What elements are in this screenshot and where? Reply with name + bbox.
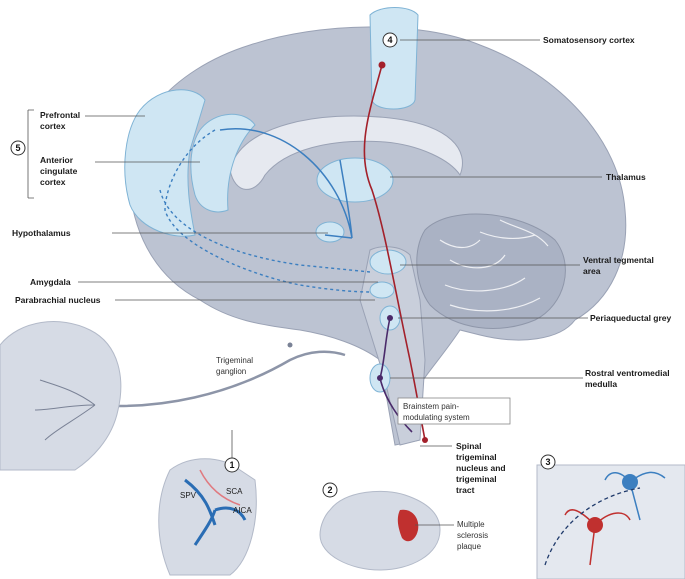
- label-aica: AICA: [233, 506, 252, 515]
- marker-circle-4: [382, 32, 398, 48]
- hypothalamus-region: [315, 221, 345, 243]
- marker-5: 5: [15, 143, 20, 153]
- marker-circle-3: [540, 454, 556, 470]
- label-brainstem-pain-2: modulating system: [403, 413, 470, 422]
- label-spinal-trigeminal-4: trigeminal: [456, 474, 497, 484]
- label-ventral-tegmental-2: area: [583, 266, 601, 276]
- label-spinal-trigeminal-5: tract: [456, 485, 475, 495]
- anterior-cingulate-region: [190, 113, 256, 213]
- blue-pathway-solid: [219, 128, 353, 239]
- brain-outline: [128, 26, 627, 446]
- label-periaqueductal-grey: Periaqueductal grey: [590, 313, 672, 323]
- marker-4: 4: [387, 35, 392, 45]
- label-trigeminal-ganglion-2: ganglion: [216, 367, 246, 376]
- inset-2: [319, 490, 441, 571]
- ms-plaque: [397, 509, 419, 542]
- marker-1: 1: [229, 460, 234, 470]
- label-prefrontal-cortex-1: Prefrontal: [40, 110, 80, 120]
- label-anterior-cingulate-3: cortex: [40, 177, 66, 187]
- somatosensory-cortex-region: [369, 7, 419, 110]
- label-trigeminal-ganglion-1: Trigeminal: [216, 356, 253, 365]
- blue-pathway-dashed: [159, 129, 371, 293]
- label-anterior-cingulate-2: cingulate: [40, 166, 78, 176]
- label-multiple-sclerosis-1: Multiple: [457, 520, 485, 529]
- ventral-tegmental-region: [369, 249, 407, 275]
- amygdala-region: [369, 281, 395, 299]
- label-amygdala: Amygdala: [30, 277, 71, 287]
- inset-3: [536, 464, 685, 579]
- prefrontal-cortex-region: [124, 89, 206, 237]
- face-nerve-branches: [34, 379, 96, 441]
- label-anterior-cingulate-1: Anterior: [40, 155, 74, 165]
- marker-2: 2: [327, 485, 332, 495]
- face-silhouette: [0, 321, 122, 471]
- label-ventral-tegmental-1: Ventral tegmental: [583, 255, 654, 265]
- marker-circle-1: [224, 457, 240, 473]
- label-prefrontal-cortex-2: cortex: [40, 121, 66, 131]
- label-brainstem-pain-1: Brainstem pain-: [403, 402, 459, 411]
- label-sca: SCA: [226, 487, 243, 496]
- label-multiple-sclerosis-3: plaque: [457, 542, 482, 551]
- marker-circle-5: [10, 140, 26, 156]
- label-thalamus: Thalamus: [606, 172, 646, 182]
- corpus-callosum: [229, 115, 463, 190]
- label-spv: SPV: [180, 491, 197, 500]
- label-hypothalamus: Hypothalamus: [12, 228, 71, 238]
- purple-pathway-node-2: [377, 375, 383, 381]
- label-spinal-trigeminal-2: trigeminal: [456, 452, 497, 462]
- trigeminal-ganglion-dot: [287, 342, 293, 348]
- label-parabrachial-nucleus: Parabrachial nucleus: [15, 295, 101, 305]
- trigeminal-nerve: [94, 350, 346, 408]
- cerebellum-folia: [439, 219, 549, 312]
- brainstem-system-box: [397, 397, 511, 425]
- red-pathway-origin: [422, 437, 428, 443]
- label-rostral-ventromedial-2: medulla: [585, 379, 617, 389]
- red-pathway-terminal: [378, 61, 386, 69]
- thalamus-region: [316, 157, 394, 203]
- inset-1: [158, 458, 257, 576]
- marker-circle-2: [322, 482, 338, 498]
- label-rostral-ventromedial-1: Rostral ventromedial: [585, 368, 670, 378]
- label-somatosensory-cortex: Somatosensory cortex: [543, 35, 635, 45]
- purple-pathway-node-1: [387, 315, 393, 321]
- label-spinal-trigeminal-1: Spinal: [456, 441, 482, 451]
- marker-3: 3: [545, 457, 550, 467]
- label-multiple-sclerosis-2: sclerosis: [457, 531, 488, 540]
- label-spinal-trigeminal-3: nucleus and: [456, 463, 506, 473]
